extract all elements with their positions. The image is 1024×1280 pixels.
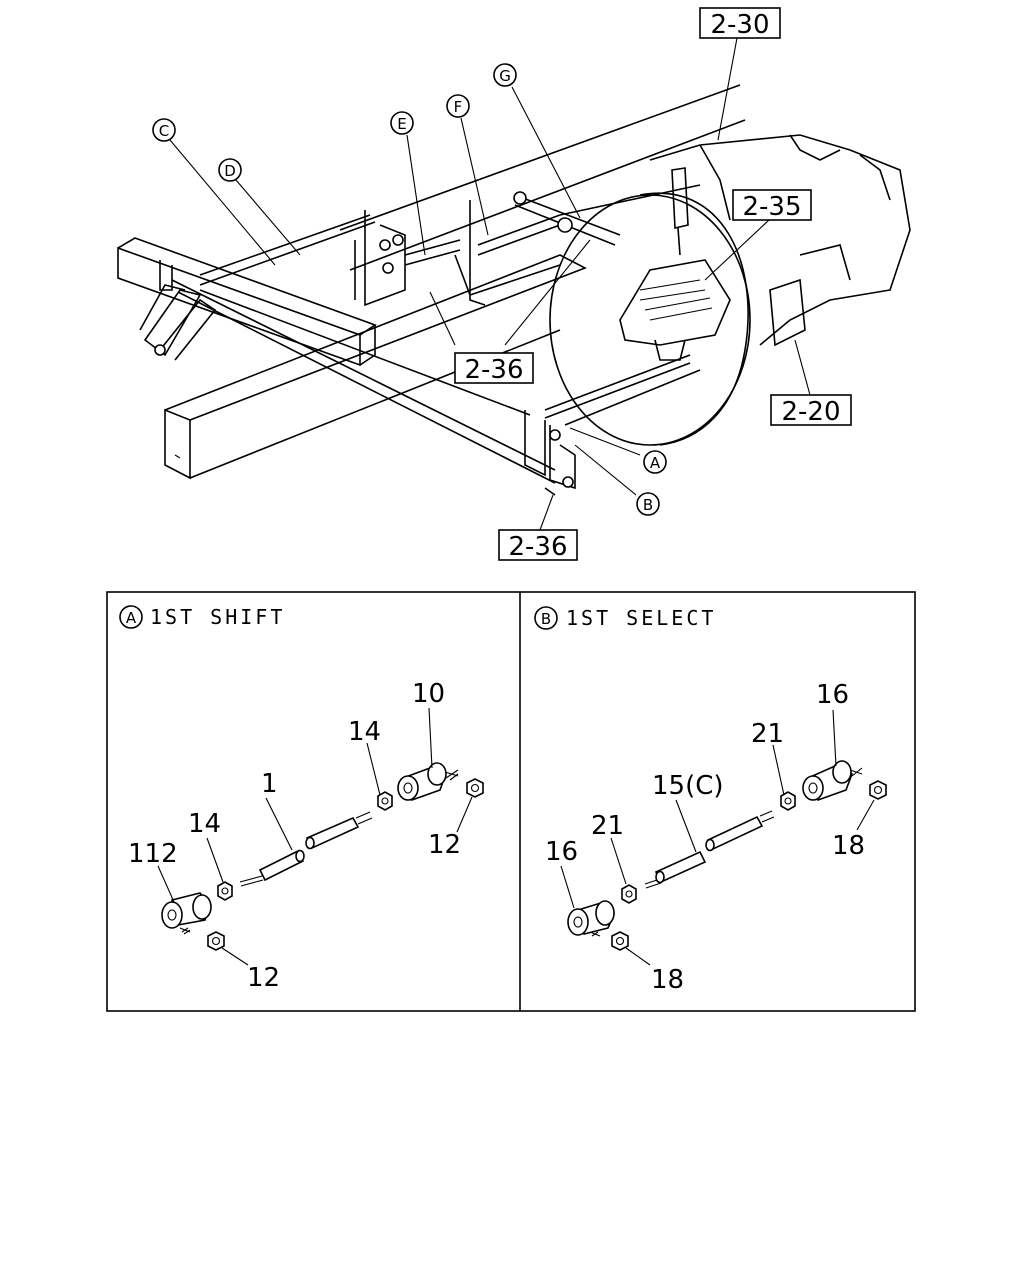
label-10: 10 bbox=[412, 679, 445, 709]
ball-joint-112 bbox=[161, 892, 212, 935]
circle-label-d-text: D bbox=[224, 162, 236, 180]
callout-2-36-lower: 2-36 bbox=[498, 529, 578, 562]
callout-2-36-lower-text: 2-36 bbox=[508, 532, 567, 562]
label-16-left: 16 bbox=[545, 837, 578, 867]
rod-15 bbox=[644, 810, 775, 889]
label-15-c: 15(C) bbox=[652, 771, 724, 801]
label-12-right: 12 bbox=[428, 830, 461, 860]
ball-joint-16-left bbox=[567, 900, 615, 937]
circle-label-a: A bbox=[643, 450, 667, 474]
label-14-top: 14 bbox=[348, 717, 381, 747]
nut-21-top bbox=[780, 791, 796, 811]
callout-2-20: 2-20 bbox=[770, 394, 852, 427]
nut-12-bottom bbox=[207, 931, 225, 951]
circle-label-b: B bbox=[636, 492, 660, 516]
circle-label-f: F bbox=[446, 94, 470, 118]
circle-label-g-text: G bbox=[499, 67, 511, 85]
label-1: 1 bbox=[261, 769, 278, 799]
assembly-illustration bbox=[117, 37, 911, 531]
detail-panels-frame bbox=[106, 591, 916, 1012]
callout-2-30: 2-30 bbox=[699, 7, 781, 40]
panel-a-1st-shift: A 1ST SHIFT bbox=[119, 605, 484, 993]
circle-label-c-text: C bbox=[159, 122, 169, 140]
circle-label-b-text: B bbox=[643, 496, 653, 514]
circle-label-c: C bbox=[152, 118, 176, 142]
nut-14-top bbox=[377, 791, 393, 811]
nut-18-right bbox=[869, 780, 887, 800]
panel-b-header: B 1ST SELECT bbox=[534, 606, 716, 630]
label-14-left: 14 bbox=[188, 809, 221, 839]
ball-joint-16-right bbox=[802, 760, 863, 802]
rod-1 bbox=[239, 811, 373, 887]
nut-18-bottom bbox=[611, 931, 629, 951]
label-18-bottom: 18 bbox=[651, 965, 684, 995]
label-12-bottom: 12 bbox=[247, 963, 280, 993]
panel-b-title: 1ST SELECT bbox=[566, 606, 716, 630]
ball-joint-10 bbox=[397, 762, 459, 802]
label-112: 112 bbox=[128, 839, 178, 869]
label-21-left: 21 bbox=[591, 811, 624, 841]
nut-21-left bbox=[621, 884, 637, 904]
callout-2-36-upper: 2-36 bbox=[454, 352, 534, 385]
callout-2-35: 2-35 bbox=[732, 189, 812, 222]
panel-b-circle-text: B bbox=[541, 610, 551, 628]
label-21-top: 21 bbox=[751, 719, 784, 749]
circle-label-g: G bbox=[493, 63, 517, 87]
callout-2-30-text: 2-30 bbox=[710, 10, 769, 40]
panel-b-1st-select: B 1ST SELECT bbox=[534, 606, 887, 995]
callout-2-20-text: 2-20 bbox=[781, 397, 840, 427]
circle-label-d: D bbox=[218, 158, 242, 182]
callout-2-35-text: 2-35 bbox=[742, 192, 801, 222]
nut-14-left bbox=[217, 881, 233, 901]
circle-label-f-text: F bbox=[454, 98, 463, 116]
panel-a-circle-text: A bbox=[126, 609, 137, 627]
label-18-right: 18 bbox=[832, 831, 865, 861]
panel-a-title: 1ST SHIFT bbox=[150, 605, 285, 629]
circle-label-a-text: A bbox=[650, 454, 661, 472]
panel-a-header: A 1ST SHIFT bbox=[119, 605, 285, 629]
callout-2-36-upper-text: 2-36 bbox=[464, 355, 523, 385]
circle-label-e-text: E bbox=[397, 115, 406, 133]
circle-label-e: E bbox=[390, 111, 414, 135]
nut-12-right bbox=[466, 778, 484, 798]
label-16-top: 16 bbox=[816, 680, 849, 710]
